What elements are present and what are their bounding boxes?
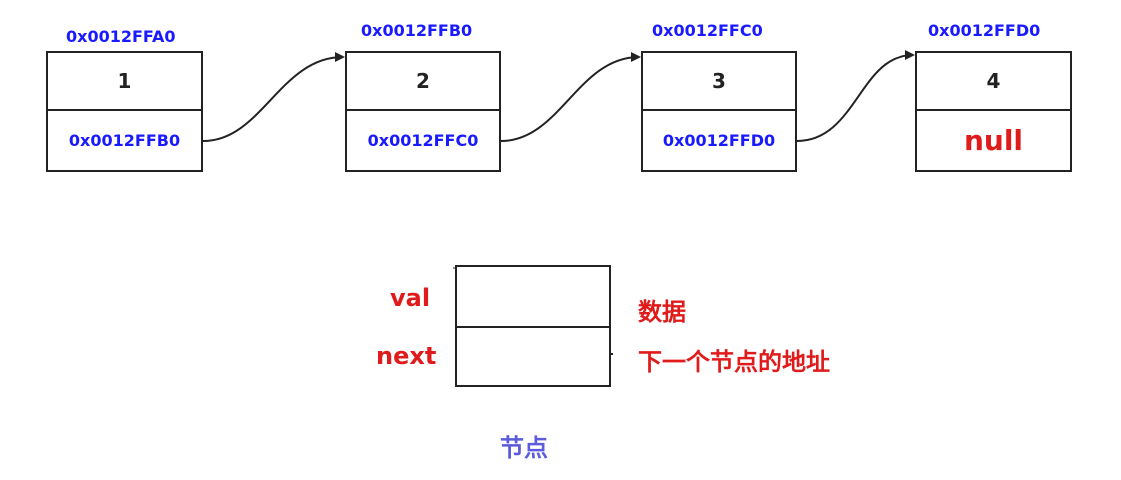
link-arrow-1-to-2 [202,52,345,142]
node-address-3: 0x0012FFC0 [652,21,763,40]
list-node-1: 1 0x0012FFB0 [46,51,203,172]
node-address-4: 0x0012FFD0 [928,21,1041,40]
legend-val-desc: 数据 [638,298,686,326]
list-node-4: 4 null [915,51,1072,172]
list-node-2: 2 0x0012FFC0 [345,51,501,172]
node-val-4: 4 [917,53,1070,111]
legend-next-desc: 下一个节点的地址 [638,348,830,376]
node-next-null: null [963,124,1024,157]
node-address-1: 0x0012FFA0 [66,27,176,46]
legend-divider [457,326,609,328]
node-val-2: 2 [347,53,499,111]
node-val-3: 3 [643,53,795,111]
node-address-2: 0x0012FFB0 [361,21,473,40]
link-arrow-3-to-4 [796,50,915,142]
list-node-3: 3 0x0012FFD0 [641,51,797,172]
node-next-1: 0x0012FFB0 [68,131,181,150]
node-next-2: 0x0012FFC0 [367,131,479,150]
node-next-3: 0x0012FFD0 [662,131,776,150]
legend-next-label: next [376,342,437,370]
legend-val-label: val [390,284,431,312]
link-arrow-2-to-3 [500,52,641,142]
node-val-1: 1 [48,53,201,111]
legend-caption: 节点 [500,434,548,462]
legend-node-box [455,265,611,387]
